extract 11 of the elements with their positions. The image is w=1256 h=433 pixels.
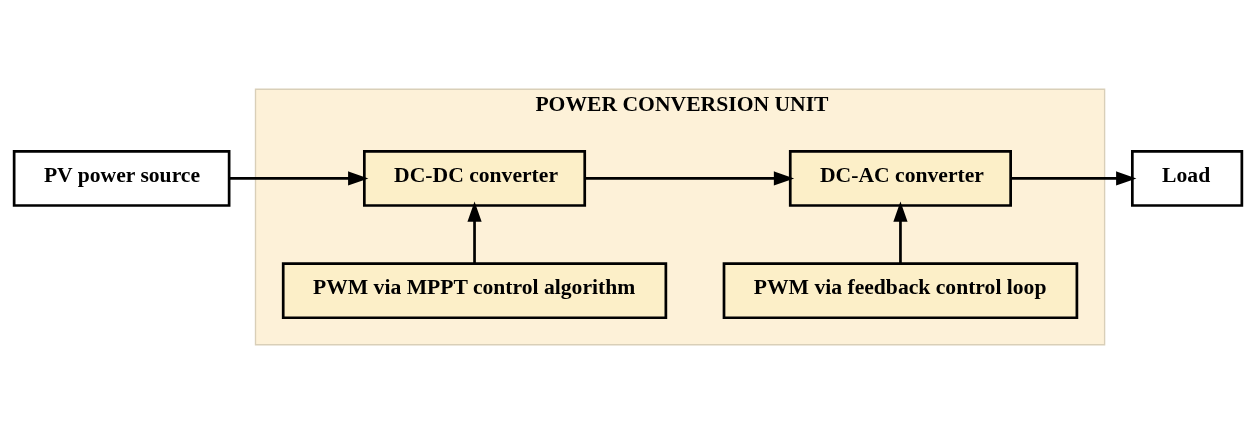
- node-box: PWM via feedback control loop: [722, 261, 1079, 319]
- arrow: [1010, 170, 1137, 186]
- node-box: PV power source: [12, 149, 231, 207]
- arrow: [467, 201, 482, 263]
- node-box: DC-AC converter: [788, 149, 1012, 207]
- node-box: DC-DC converter: [363, 149, 587, 207]
- arrow: [584, 170, 795, 186]
- node-box: PWM via MPPT control algorithm: [281, 261, 668, 319]
- node-box: Load: [1131, 149, 1244, 207]
- arrow: [893, 201, 908, 263]
- arrow: [229, 170, 369, 186]
